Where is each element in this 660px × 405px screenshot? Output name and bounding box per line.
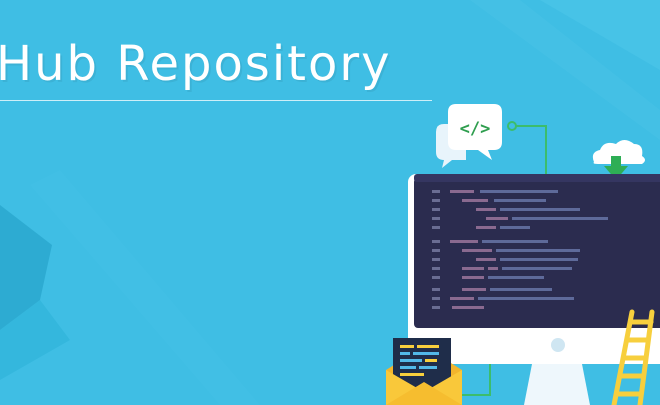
code-lines [432,190,608,309]
code-symbol: </> [460,119,491,139]
connector-lines [460,125,547,396]
envelope-document-icon [386,338,462,405]
ladder-icon [611,309,655,405]
page-title: Hub Repository [0,36,392,92]
title-divider [0,100,432,101]
monitor-icon [408,174,660,405]
code-bubble-icon: </> [436,104,502,168]
connector-dot [507,121,517,131]
cloud-download-icon [592,140,645,180]
